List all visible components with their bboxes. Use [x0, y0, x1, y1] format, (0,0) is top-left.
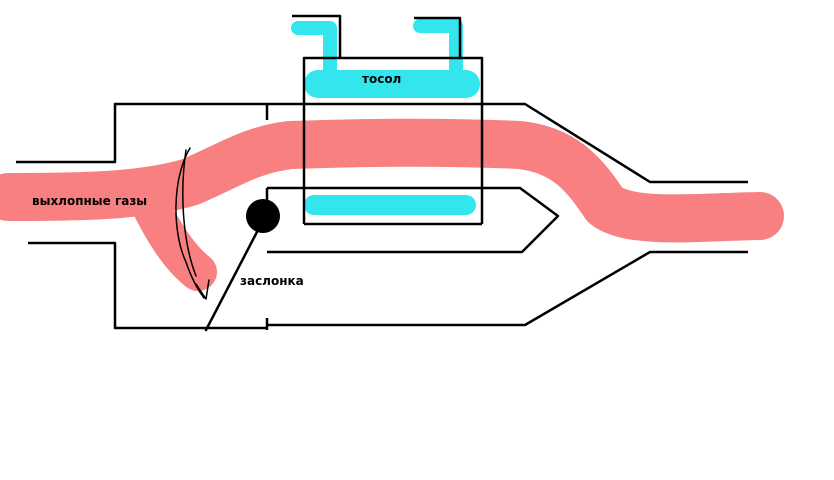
flap-swing-arrow	[175, 147, 210, 300]
coolant-left-pipe	[291, 21, 337, 77]
body-bottom-wall	[267, 250, 748, 327]
swing-arrow-curve	[175, 147, 205, 299]
inlet-pipe-bottom	[28, 241, 267, 330]
exhaust-gas-label: выхлопные газы	[32, 194, 147, 208]
coolant-left-pipe-outline	[292, 14, 342, 58]
exhaust-gas-main-stream	[0, 118, 784, 243]
flap-blade	[204, 228, 260, 332]
inlet-pipe-top	[16, 102, 267, 164]
swing-arrow-curve-2	[182, 149, 197, 277]
coolant-right-pipe-outline	[414, 16, 462, 58]
housing-outline	[16, 14, 748, 330]
body-top-wall	[267, 102, 748, 184]
swing-arrow-head	[195, 279, 210, 300]
coolant-right-pipe	[413, 19, 463, 77]
coolant	[291, 19, 480, 215]
coolant-label: тосол	[362, 72, 401, 86]
flap-label: заслонка	[240, 274, 304, 288]
heat-exchanger-box	[302, 56, 484, 224]
flap-pivot	[246, 199, 280, 233]
flap	[204, 199, 280, 332]
inner-channel	[267, 186, 560, 254]
